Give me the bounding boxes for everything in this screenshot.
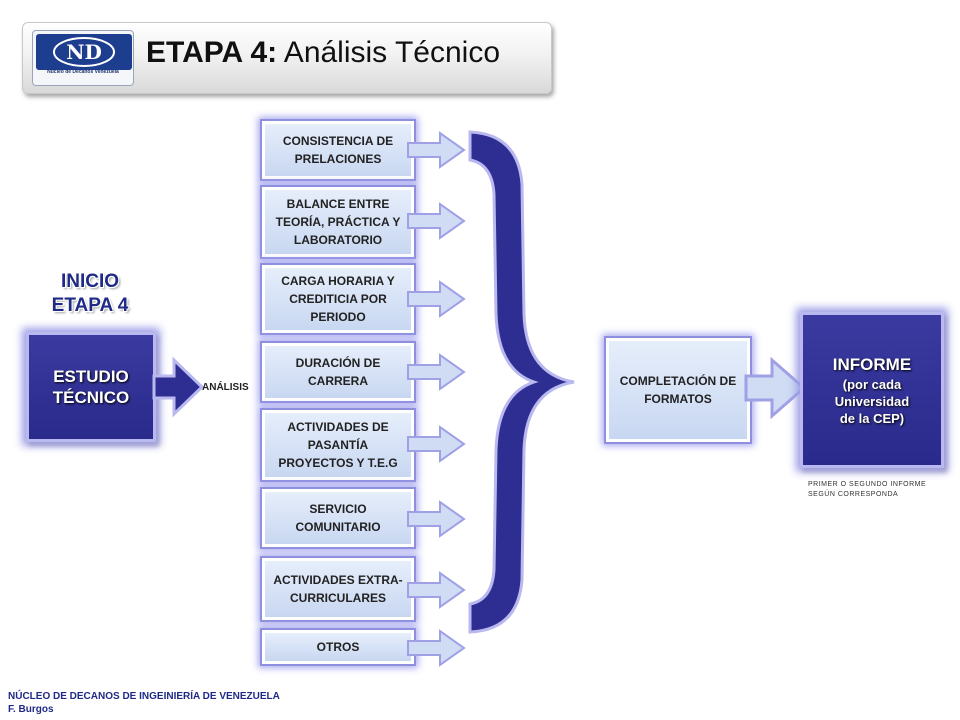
inicio-line2: ETAPA 4 [51, 295, 129, 316]
category-box: ACTIVIDADES DE PASANTÍA PROYECTOS Y T.E.… [260, 408, 416, 482]
estudio-tecnico-box: ESTUDIO TÉCNICO [26, 332, 156, 442]
inicio-label: INICIO ETAPA 4 [30, 270, 150, 318]
small-arrow [407, 202, 466, 240]
category-box: SERVICIO COMUNITARIO [260, 487, 416, 549]
category-text: CARGA HORARIA Y CREDITICIA POR PERIODO [281, 274, 395, 324]
page-title: ETAPA 4: Análisis Técnico [146, 36, 500, 70]
category-text: OTROS [316, 640, 360, 654]
category-text: DURACIÓN DE CARRERA [295, 356, 381, 388]
category-text: SERVICIO COMUNITARIO [295, 502, 381, 534]
small-arrow [407, 131, 466, 169]
arrow-to-informe [744, 356, 807, 420]
logo-text: ND [66, 40, 102, 64]
category-box: OTROS [260, 628, 416, 666]
estudio-line2: TÉCNICO [52, 388, 130, 407]
analisis-label: ANÁLISIS [202, 382, 249, 393]
informe-title: INFORME [832, 354, 912, 374]
informe-note: PRIMER O SEGUNDO INFORME SEGÚN CORRESPON… [808, 481, 927, 498]
category-text: CONSISTENCIA DE PRELACIONES [282, 134, 394, 166]
footer-line2: F. Burgos [8, 704, 54, 715]
small-arrow [407, 571, 466, 609]
category-text: BALANCE ENTRE TEORÍA, PRÁCTICA Y LABORAT… [275, 197, 401, 247]
logo: ND Núcleo de Decanos Venezuela [32, 30, 134, 86]
small-arrow [407, 425, 466, 463]
title-rest: Análisis Técnico [277, 36, 501, 69]
category-box: CARGA HORARIA Y CREDITICIA POR PERIODO [260, 263, 416, 335]
small-arrow [407, 500, 466, 538]
category-box: BALANCE ENTRE TEORÍA, PRÁCTICA Y LABORAT… [260, 185, 416, 259]
category-box: CONSISTENCIA DE PRELACIONES [260, 119, 416, 181]
small-arrow [407, 280, 466, 318]
completacion-box: COMPLETACIÓN DE FORMATOS [604, 336, 752, 444]
completacion-text: COMPLETACIÓN DE FORMATOS [619, 374, 737, 406]
category-text: ACTIVIDADES EXTRA-CURRICULARES [273, 573, 403, 605]
logo-caption: Núcleo de Decanos Venezuela [47, 69, 119, 75]
curly-brace [468, 130, 575, 634]
inicio-line1: INICIO [60, 271, 120, 292]
small-arrow [407, 353, 466, 391]
informe-box: INFORME (por cada Universidad de la CEP) [800, 312, 944, 468]
title-bold: ETAPA 4: [146, 36, 278, 69]
arrow-estudio-to-analisis [152, 356, 205, 418]
small-arrow [407, 629, 466, 667]
footer-line1: NÚCLEO DE DECANOS DE INGEINIERÍA DE VENE… [8, 691, 280, 702]
category-text: ACTIVIDADES DE PASANTÍA PROYECTOS Y T.E.… [278, 420, 398, 470]
category-box: ACTIVIDADES EXTRA-CURRICULARES [260, 556, 416, 622]
informe-line1: (por cada [842, 376, 902, 392]
estudio-line1: ESTUDIO [53, 367, 129, 386]
informe-line3: de la CEP) [839, 410, 905, 426]
informe-line2: Universidad [834, 393, 910, 409]
footer: NÚCLEO DE DECANOS DE INGEINIERÍA DE VENE… [8, 690, 280, 716]
category-box: DURACIÓN DE CARRERA [260, 341, 416, 403]
